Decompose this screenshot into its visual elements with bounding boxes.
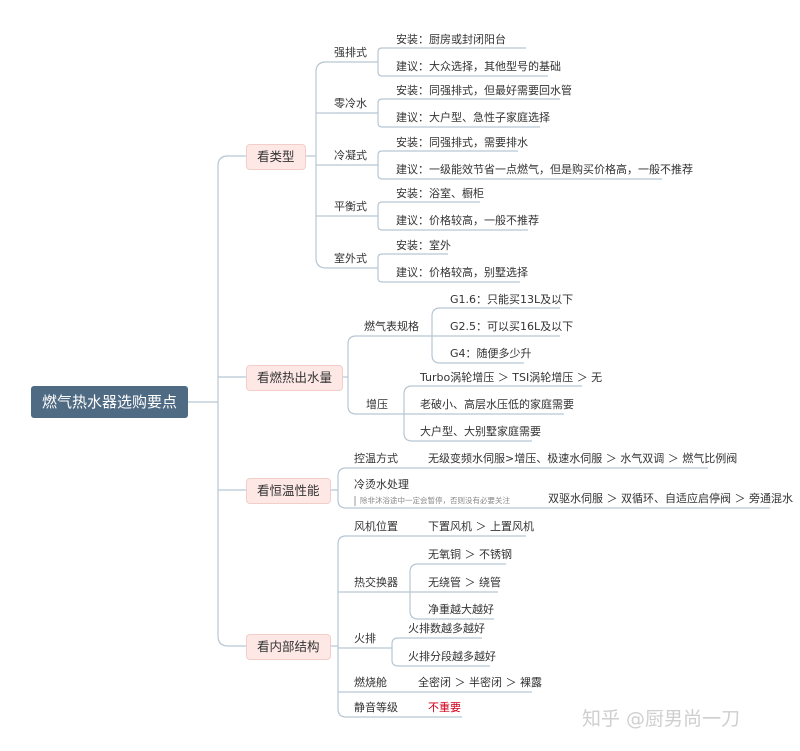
type-outdoor: 室外式	[334, 252, 367, 265]
struct-heat-b: 无绕管 ＞ 绕管	[428, 576, 501, 589]
struct-chamber: 燃烧舱	[354, 676, 387, 689]
flow-boost-old: 老破小、高层水压低的家庭需要	[420, 398, 574, 411]
temp-scald-value: 双驱水伺服 ＞ 双循环、自适应启停阀 ＞ 旁通混水	[548, 492, 793, 505]
type-balanced-advice: 建议：价格较高，一般不推荐	[396, 214, 539, 227]
struct-fire-a: 火排数越多越好	[408, 622, 485, 635]
struct-heat-c: 净重越大越好	[428, 603, 494, 616]
type-zero: 零冷水	[334, 97, 367, 110]
flow-boost: 增压	[366, 398, 388, 411]
flow-meter-g4: G4：随便多少升	[450, 347, 532, 360]
type-zero-install: 安装：同强排式，但最好需要回水管	[396, 84, 572, 97]
flow-meter: 燃气表规格	[364, 320, 419, 333]
struct-chamber-value: 全密闭 ＞ 半密闭 ＞ 裸露	[418, 676, 542, 689]
type-zero-advice: 建议：大户型、急性子家庭选择	[396, 111, 550, 124]
category-temp: 看恒温性能	[246, 478, 331, 504]
type-cond-advice: 建议：一级能效节省一点燃气，但是购买价格高，一般不推荐	[396, 163, 693, 176]
struct-fan-value: 下置风机 ＞ 上置风机	[428, 520, 534, 533]
struct-fan: 风机位置	[354, 520, 398, 533]
type-outdoor-advice: 建议：价格较高，别墅选择	[396, 266, 528, 279]
category-structure: 看内部结构	[246, 634, 331, 660]
root-node: 燃气热水器选购要点	[31, 386, 188, 418]
struct-fire: 火排	[354, 632, 376, 645]
category-type: 看类型	[246, 144, 306, 170]
type-cond-install: 安装：同强排式，需要排水	[396, 136, 528, 149]
temp-control-value: 无级变频水伺服>增压、极速水伺服 ＞ 水气双调 ＞ 燃气比例阀	[428, 452, 738, 465]
struct-silent-value: 不重要	[428, 701, 461, 714]
struct-heat: 热交换器	[354, 576, 398, 589]
type-strong: 强排式	[334, 46, 367, 59]
temp-scald-note: 除非沐浴途中一定会暂停，否则没有必要关注	[354, 496, 510, 506]
struct-fire-b: 火排分段越多越好	[408, 650, 496, 663]
flow-boost-big: 大户型、大别墅家庭需要	[420, 425, 541, 438]
type-strong-advice: 建议：大众选择，其他型号的基础	[396, 60, 561, 73]
struct-silent: 静音等级	[354, 701, 398, 714]
type-balanced-install: 安装：浴室、橱柜	[396, 187, 484, 200]
flow-meter-g16: G1.6：只能买13L及以下	[450, 293, 574, 306]
type-strong-install: 安装：厨房或封闭阳台	[396, 33, 506, 46]
type-cond: 冷凝式	[334, 149, 367, 162]
struct-heat-a: 无氧铜 ＞ 不锈钢	[428, 548, 512, 561]
type-balanced: 平衡式	[334, 200, 367, 213]
temp-scald: 冷烫水处理	[354, 478, 409, 491]
flow-meter-g25: G2.5：可以买16L及以下	[450, 320, 574, 333]
category-flow: 看燃热出水量	[246, 365, 344, 391]
flow-boost-turbo: Turbo涡轮增压 ＞ TSI涡轮增压 ＞ 无	[420, 371, 603, 384]
type-outdoor-install: 安装：室外	[396, 239, 451, 252]
watermark: 知乎 @厨男尚一刀	[582, 708, 741, 730]
temp-control: 控温方式	[354, 452, 398, 465]
